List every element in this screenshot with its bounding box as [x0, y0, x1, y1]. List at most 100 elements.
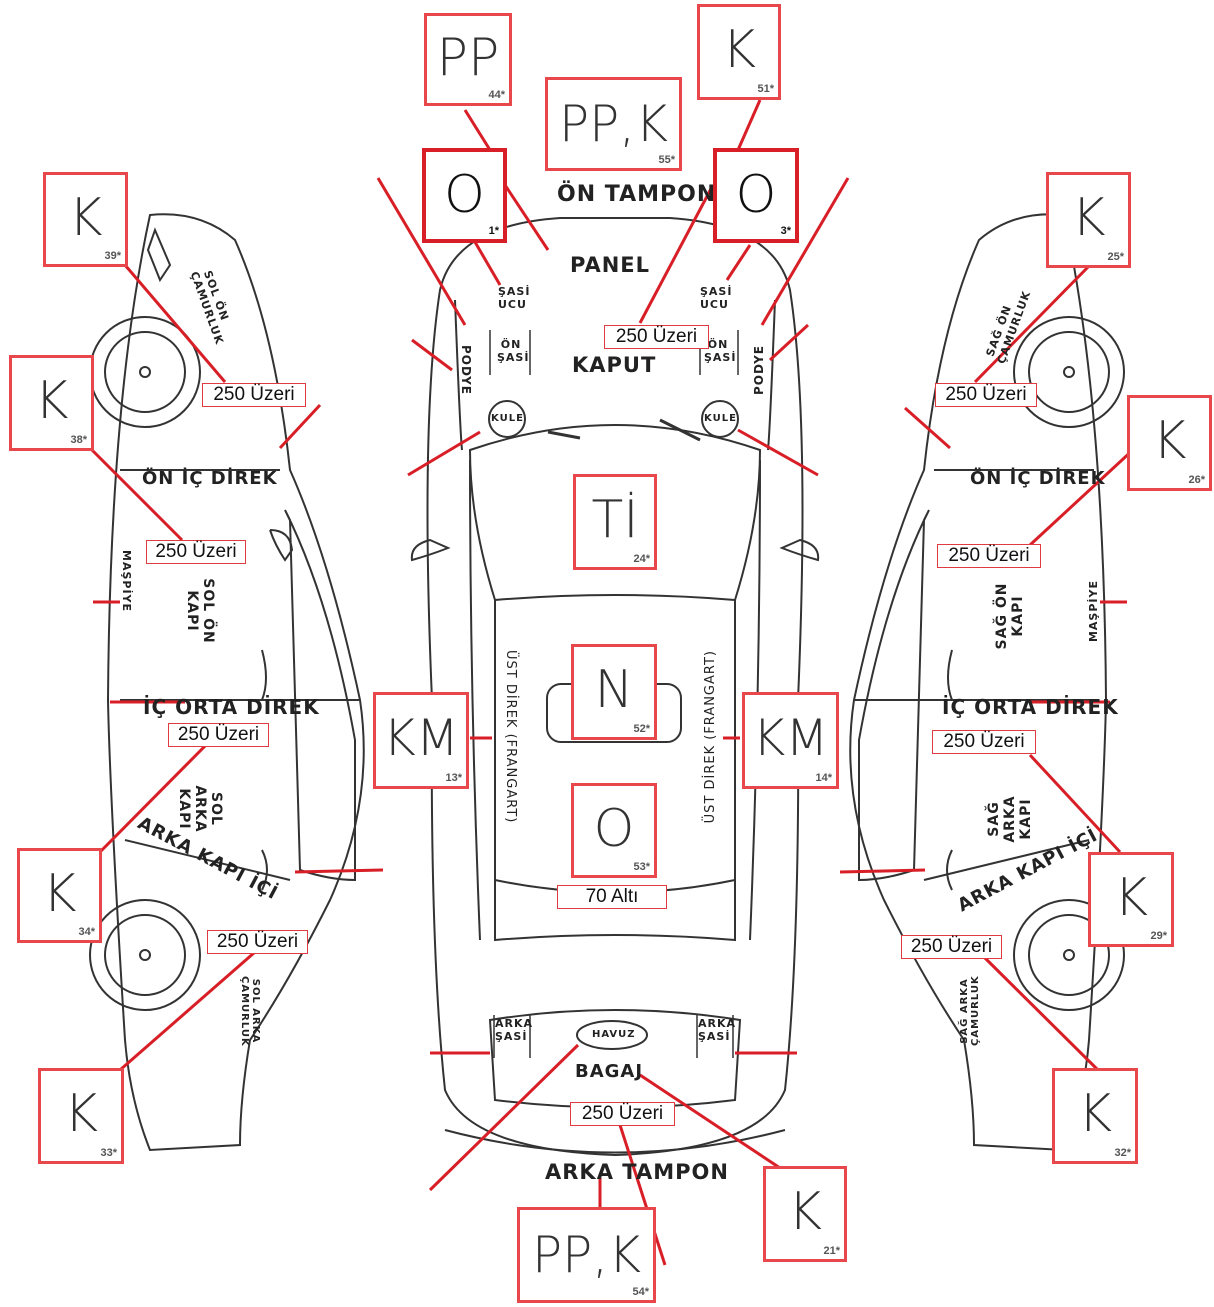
marker-code: N: [594, 660, 634, 720]
marker-number: 14*: [815, 772, 832, 784]
label-sag-arka-camurluk: SAĞ ARKA ÇAMURLUK: [959, 975, 981, 1046]
marker-number: 34*: [78, 926, 95, 938]
marker-code: Tİ: [591, 490, 639, 550]
marker-number: 21*: [823, 1245, 840, 1257]
marker-number: 3*: [780, 225, 791, 237]
marker-code: O: [444, 165, 485, 225]
reading-bagaj: 250 Üzeri: [570, 1102, 675, 1126]
reading-sol-on-kapi: 250 Üzeri: [146, 540, 246, 564]
reading-sol-arka-camurluk: 250 Üzeri: [207, 930, 308, 954]
marker-number: 33*: [100, 1147, 117, 1159]
marker-code: PP,K: [532, 1226, 641, 1284]
marker-24[interactable]: Tİ 24*: [573, 474, 657, 570]
label-podye-left: PODYE: [459, 345, 473, 395]
label-sol-arka-camurluk: SOL ARKA ÇAMURLUK: [239, 976, 261, 1047]
reading-sag-on-kapi: 250 Üzeri: [937, 544, 1041, 568]
reading-kaput: 250 Üzeri: [604, 325, 709, 349]
label-ust-direk-left: ÜST DİREK (FRANGART): [503, 650, 518, 824]
label-arka-sasi-left: ARKA ŞASİ: [495, 1017, 534, 1043]
marker-number: 24*: [633, 553, 650, 565]
marker-number: 13*: [445, 772, 462, 784]
reading-sag-camurluk: 250 Üzeri: [935, 383, 1037, 407]
reading-tavan: 70 Altı: [557, 885, 667, 909]
marker-code: K: [1071, 188, 1106, 248]
marker-code: O: [735, 165, 777, 225]
marker-code: K: [42, 864, 77, 924]
label-ust-direk-right: ÜST DİREK (FRANGART): [703, 650, 718, 824]
reading-sol-camurluk: 250 Üzeri: [202, 383, 306, 407]
label-kaput: KAPUT: [572, 353, 657, 377]
label-sag-arka-kapi: SAĞ ARKA KAPI: [986, 795, 1034, 843]
label-on-ic-direk-left: ÖN İÇ DİREK: [142, 468, 278, 489]
reading-sol-arka-kapi: 250 Üzeri: [168, 723, 269, 747]
label-on-ic-direk-right: ÖN İÇ DİREK: [970, 468, 1106, 489]
label-on-sasi-right: ÖN ŞASİ: [704, 338, 737, 364]
label-maspiye-right: MAŞPİYE: [1087, 580, 1100, 643]
marker-number: 38*: [70, 434, 87, 446]
marker-code: K: [1077, 1084, 1113, 1144]
marker-code: K: [721, 20, 757, 80]
marker-13[interactable]: KM 13*: [373, 692, 469, 789]
marker-number: 44*: [488, 89, 505, 101]
marker-number: 53*: [633, 861, 650, 873]
marker-number: 1*: [488, 225, 499, 237]
marker-54[interactable]: PP,K 54*: [517, 1207, 656, 1303]
left-side-car: [89, 213, 365, 1152]
marker-52[interactable]: N 52*: [571, 644, 657, 740]
reading-sag-arka-camurluk: 250 Üzeri: [901, 935, 1002, 959]
label-panel: PANEL: [570, 253, 651, 277]
label-arka-sasi-right: ARKA ŞASİ: [698, 1017, 737, 1043]
marker-number: 26*: [1188, 474, 1205, 486]
marker-code: K: [68, 188, 103, 248]
marker-code: K: [63, 1084, 99, 1144]
label-podye-right: PODYE: [752, 345, 766, 395]
marker-code: PP,K: [559, 95, 668, 153]
marker-number: 52*: [633, 723, 650, 735]
marker-number: 25*: [1107, 251, 1124, 263]
label-havuz: HAVUZ: [592, 1029, 636, 1040]
label-sasi-ucu-left: ŞASİ UCU: [498, 285, 531, 311]
marker-number: 54*: [632, 1286, 649, 1298]
marker-code: K: [787, 1182, 823, 1242]
marker-number: 55*: [658, 154, 675, 166]
marker-code: K: [1113, 868, 1149, 928]
marker-code: KM: [383, 709, 459, 767]
label-sasi-ucu-right: ŞASİ UCU: [700, 285, 733, 311]
marker-53[interactable]: O 53*: [571, 783, 657, 878]
marker-code: K: [1152, 411, 1187, 471]
label-ic-orta-direk-right: İÇ ORTA DİREK: [942, 695, 1119, 719]
marker-number: 39*: [104, 250, 121, 262]
marker-code: O: [593, 799, 635, 859]
label-maspiye-left: MAŞPİYE: [120, 550, 133, 613]
right-side-car: [849, 213, 1125, 1152]
label-sol-on-kapi: SOL ÖN KAPI: [184, 578, 216, 644]
label-bagaj: BAGAJ: [575, 1061, 644, 1082]
label-arka-tampon: ARKA TAMPON: [545, 1160, 729, 1184]
reading-sag-arka-kapi: 250 Üzeri: [932, 730, 1036, 754]
label-kule-right: KULE: [704, 413, 737, 424]
label-on-tampon: ÖN TAMPON: [557, 182, 717, 207]
label-kule-left: KULE: [491, 413, 524, 424]
marker-number: 29*: [1150, 930, 1167, 942]
leader-lines: [88, 99, 1137, 1266]
label-on-sasi-left: ÖN ŞASİ: [497, 338, 530, 364]
marker-code: PP: [436, 28, 500, 88]
label-sag-on-kapi: SAĞ ÖN KAPI: [994, 582, 1026, 650]
